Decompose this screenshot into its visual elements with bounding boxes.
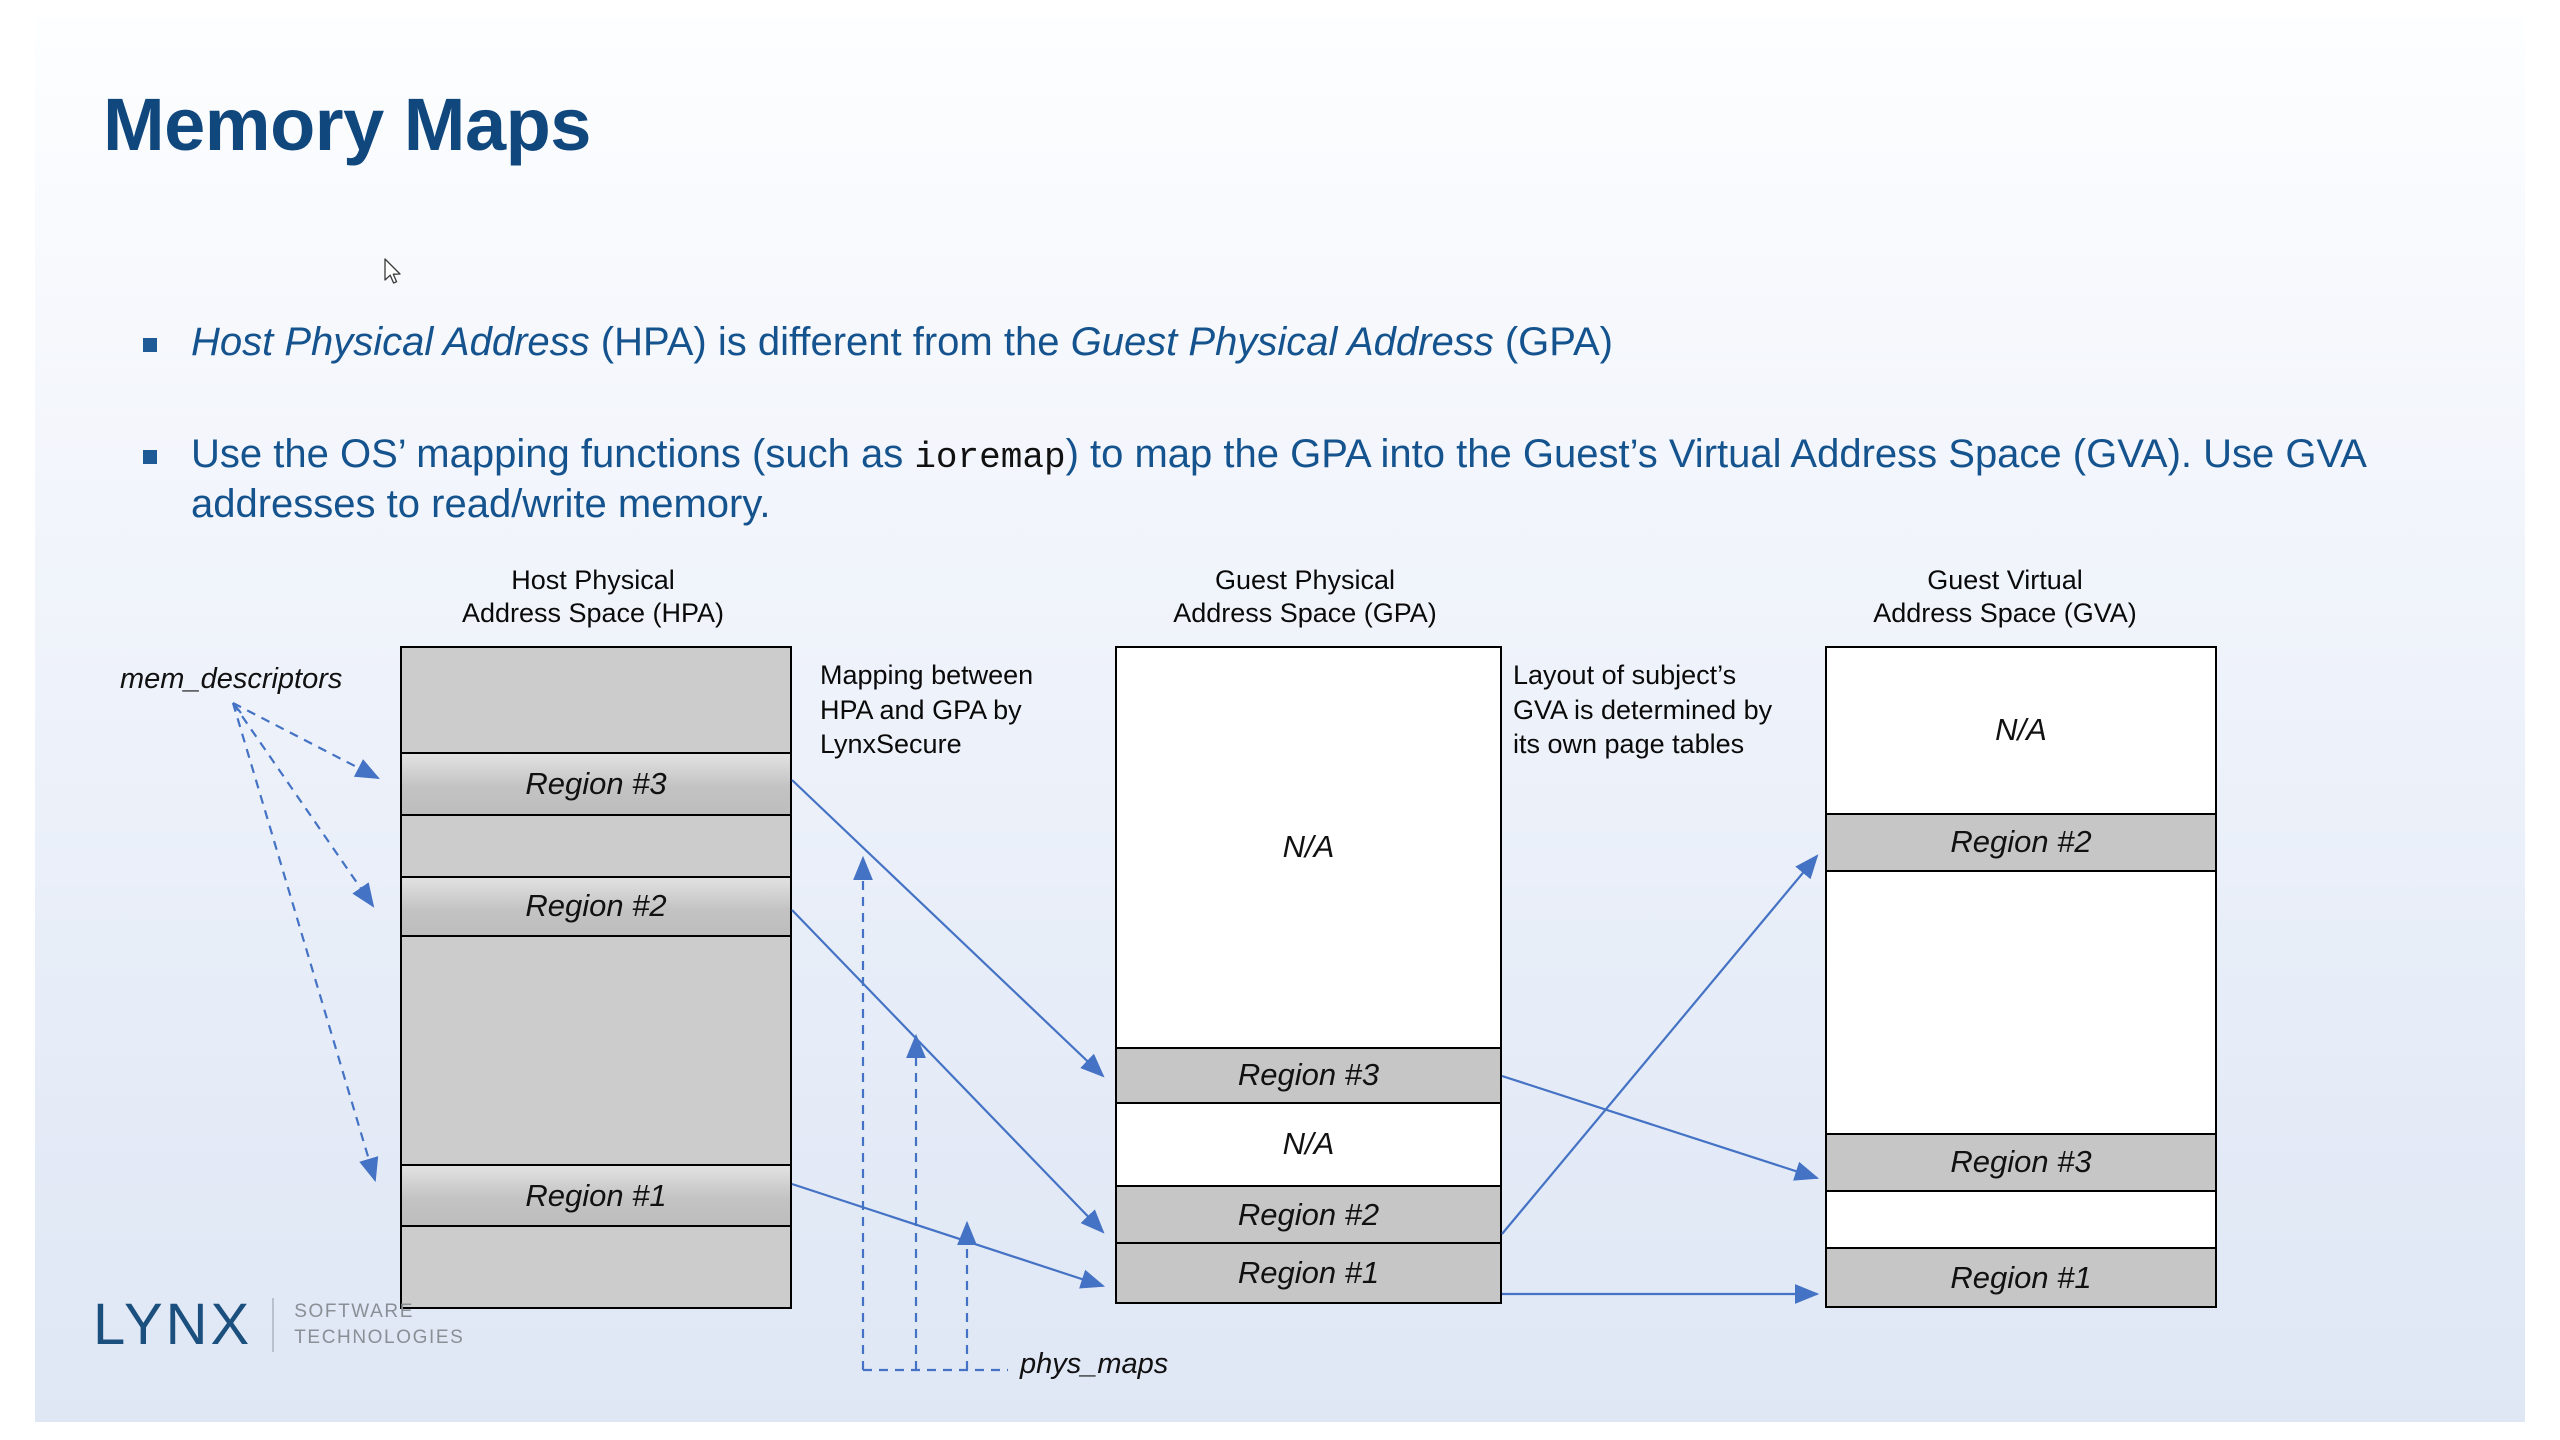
hpa-heading-line2: Address Space (HPA) [461,597,725,628]
segment-gva-region-3: Region #3 [1827,1135,2215,1192]
note-layout-gva: Layout of subject’s GVA is determined by… [1513,658,1823,762]
bullet-2-text: Use the OS’ mapping functions (such as i… [191,430,2443,529]
gpa-heading-line1: Guest Physical [1214,565,1396,595]
gva-heading-line1: Guest Virtual [1927,565,2083,595]
segment-gva-region-2: Region #2 [1827,814,2215,872]
mouse-cursor-icon [384,258,401,284]
segment-gva-empty-2 [1827,871,2215,1136]
note-layout-line3: its own page tables [1513,729,1745,760]
segment-label: Region #3 [1237,1057,1380,1093]
segment-gva-region-1: Region #1 [1827,1249,2215,1306]
logo-sub-line1: SOFTWARE [294,1301,414,1323]
logo-sub-line2: TECHNOLOGIES [294,1327,465,1348]
column-gva: N/A Region #2 Region #3 Region #1 [1825,646,2217,1308]
note-mapping-line1: Mapping between [820,660,1034,690]
page-title: Memory Maps [103,83,591,166]
logo-subtitle: SOFTWARE TECHNOLOGIES [294,1299,464,1350]
segment-label: Region #1 [525,1177,667,1213]
segment-label: Region #1 [1950,1259,2092,1295]
segment-label: N/A [1995,712,2047,748]
square-bullet-icon [143,338,157,352]
slide-canvas: Memory Maps Host Physical Address (HPA) … [35,18,2525,1422]
bullet-2-part-3: ) to map the GPA into the Guest’s Virtua… [191,432,2365,526]
segment-label: Region #2 [525,888,667,924]
segment-gpa-region-1: Region #1 [1117,1244,1500,1302]
segment-gva-empty-4 [1827,1191,2215,1250]
bullet-item-2: Use the OS’ mapping functions (such as i… [143,430,2443,529]
segment-label: Region #1 [1237,1255,1380,1291]
segment-hpa-region-1: Region #1 [402,1165,790,1228]
gva-heading-line2: Address Space (GVA) [1873,597,2137,628]
bullet-2-part-1: Use the OS’ mapping functions (such as [191,432,915,476]
segment-hpa-empty-4 [402,937,790,1166]
note-layout-line2: GVA is determined by [1513,694,1773,725]
bullet-1-part-1: Host Physical Address [191,320,590,364]
segment-hpa-region-2: Region #2 [402,877,790,938]
note-layout-line1: Layout of subject’s [1513,660,1737,690]
logo-wordmark: LYNX [93,1292,253,1357]
bullet-1-part-3: Guest Physical Address [1070,320,1494,364]
segment-label: N/A [1282,829,1335,865]
hpa-heading-line1: Host Physical [511,565,675,595]
segment-gpa-region-3: Region #3 [1117,1048,1500,1105]
note-mapping-hpa-gpa: Mapping between HPA and GPA by LynxSecur… [820,658,1090,762]
segment-gva-n-a: N/A [1827,648,2215,815]
gpa-heading-line2: Address Space (GPA) [1173,597,1437,628]
lynx-logo: LYNX SOFTWARE TECHNOLOGIES [93,1296,464,1354]
logo-divider [272,1298,275,1352]
label-mem-descriptors: mem_descriptors [120,663,343,695]
segment-hpa-region-3: Region #3 [402,754,790,816]
segment-gpa-n-a: N/A [1117,1104,1500,1187]
note-mapping-line2: HPA and GPA by [820,694,1022,725]
column-heading-gva: Guest Virtual Address Space (GVA) [1795,564,2215,630]
segment-hpa-empty-6 [402,1227,790,1307]
segment-label: Region #2 [1950,824,2092,860]
segment-label: Region #3 [1950,1144,2092,1180]
segment-label: Region #2 [1237,1196,1380,1232]
column-hpa: Region #3 Region #2 Region #1 [400,646,792,1309]
segment-gpa-region-2: Region #2 [1117,1186,1500,1245]
column-gpa: N/A Region #3 N/A Region #2 Region #1 [1115,646,1502,1304]
segment-gpa-n-a: N/A [1117,648,1500,1049]
bullet-2-code-ioremap: ioremap [914,437,1066,478]
bullet-1-text: Host Physical Address (HPA) is different… [191,318,2443,367]
bullet-1-part-4: (GPA) [1493,320,1613,364]
segment-label: Region #3 [525,766,667,802]
square-bullet-icon [143,450,157,464]
bullet-1-part-2: (HPA) is different from the [589,320,1071,364]
segment-label: N/A [1282,1126,1335,1162]
memory-map-diagram: Host Physical Address Space (HPA) Guest … [35,558,2525,1418]
label-phys-maps: phys_maps [1020,1348,1169,1380]
column-heading-gpa: Guest Physical Address Space (GPA) [1095,564,1515,630]
note-mapping-line3: LynxSecure [820,729,962,760]
segment-hpa-empty-2 [402,815,790,878]
segment-hpa-empty-0 [402,648,790,755]
bullet-item-1: Host Physical Address (HPA) is different… [143,318,2443,367]
column-heading-hpa: Host Physical Address Space (HPA) [393,564,793,630]
